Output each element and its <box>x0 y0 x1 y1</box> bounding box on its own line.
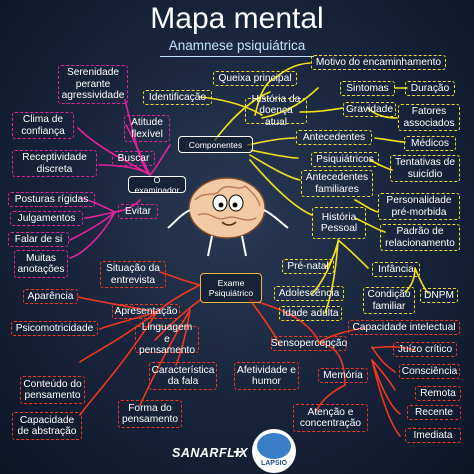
node-pre-natal: Pré-natal <box>282 259 334 274</box>
node-serenidade: Serenidade perante agressividade <box>58 65 128 104</box>
node-caracteristica-fala: Característica da fala <box>149 362 217 390</box>
node-personalidade-pre-morbida: Personalidade pré-morbida <box>378 193 460 220</box>
node-historia-doenca-atual: História da doença atual <box>245 94 307 128</box>
node-memoria: Memória <box>318 368 368 383</box>
node-aparencia: Aparência <box>23 289 78 304</box>
node-atencao-concentracao: Atenção e concentração <box>293 404 368 432</box>
node-idade-adulta: Idade adulta <box>279 306 342 321</box>
node-sintomas: Sintomas <box>340 81 395 96</box>
node-tentativas-suicidio: Tentativas de suicídio <box>390 155 460 182</box>
node-recente: Recente <box>407 405 461 420</box>
hub-exame-psiquiatrico: Exame Psiquiátrico <box>200 273 262 303</box>
brain-logo-icon <box>257 433 291 459</box>
page-subtitle: Anamnese psiquiátrica <box>168 38 306 53</box>
node-infancia: Infância <box>372 262 420 277</box>
node-antecedentes: Antecedentes <box>296 130 372 145</box>
node-identificacao: Identificação <box>143 90 212 105</box>
hub-examinador: O examinador <box>128 175 186 195</box>
node-clima-confianca: Clima de confiança <box>12 112 74 139</box>
node-evitar: Evitar <box>118 204 158 219</box>
node-psiquiatricos: Psiquiátricos <box>311 152 379 167</box>
node-atitude-flexivel: Atitude flexível <box>124 115 170 142</box>
node-afetividade-humor: Afetividade e humor <box>234 362 299 390</box>
node-apresentacao: Apresentação <box>112 304 180 319</box>
node-receptividade-discreta: Receptividade discreta <box>12 150 97 177</box>
node-gravidade: Gravidade <box>343 102 396 117</box>
node-posturas-rigidas: Posturas rígidas <box>8 192 95 207</box>
node-muitas-anotacoes: Muitas anotações <box>14 250 68 278</box>
sanarflix-logo: SANARFLIX <box>172 446 249 460</box>
node-dnpm: DNPM <box>420 288 458 303</box>
node-historia-pessoal: História Pessoal <box>312 207 366 239</box>
node-forma-pensamento: Forma do pensamento <box>118 400 182 428</box>
node-consciencia: Consciência <box>399 364 460 379</box>
plus-sign: + <box>233 444 243 461</box>
node-remota: Remota <box>415 386 461 401</box>
node-adolescencia: Adolescência <box>274 286 344 301</box>
page-title: Mapa mental <box>150 2 324 35</box>
node-conteudo-pensamento: Conteúdo do pensamento <box>20 376 85 404</box>
node-sensopercepcao: Sensopercepção <box>271 336 347 351</box>
node-medicos: Médicos <box>404 136 456 151</box>
subtitle-underline <box>160 56 314 57</box>
node-padrao-relacionamento: Padrão de relacionamento <box>380 224 460 251</box>
node-condicao-familiar: Condição familiar <box>363 287 415 314</box>
lapsio-logo: LAPSIO <box>252 429 296 473</box>
node-queixa-principal: Queixa principal <box>213 71 297 86</box>
node-julgamentos: Julgamentos <box>10 211 83 226</box>
node-motivo-encaminhamento: Motivo do encaminhamento <box>311 55 446 70</box>
hub-componentes: Componentes <box>178 136 253 153</box>
node-psicomotricidade: Psicomotricidade <box>11 321 98 336</box>
node-capacidade-abstracao: Capacidade de abstração <box>12 412 82 440</box>
node-falar-de-si: Falar de si <box>8 232 69 247</box>
node-imediata: Imediata <box>405 428 461 443</box>
node-juizo-critico: Juízo crítico <box>393 342 457 357</box>
node-fatores-associados: Fatores associados <box>398 104 460 131</box>
node-capacidade-intelectual: Capacidade intelectual <box>348 320 460 335</box>
node-antecedentes-familiares: Antecedentes familiares <box>301 170 373 197</box>
node-buscar: Buscar <box>112 151 155 166</box>
node-situacao-entrevista: Situação da entrevista <box>100 261 166 288</box>
lapsio-logo-text: LAPSIO <box>260 460 288 467</box>
node-duracao: Duração <box>405 81 455 96</box>
brain-illustration <box>167 177 289 257</box>
node-linguagem-pensamento: Linguagem e pensamento <box>135 322 199 356</box>
